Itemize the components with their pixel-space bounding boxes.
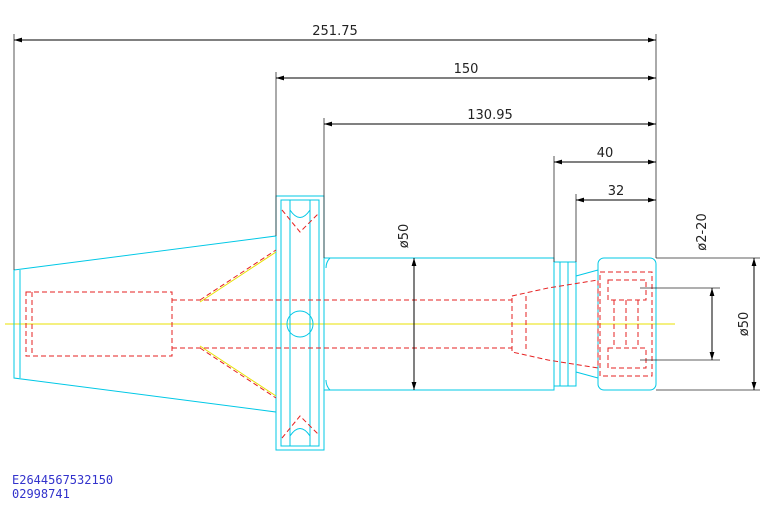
- dim-nut-diameter-label: ø50: [737, 312, 752, 337]
- taper-accent-top: [199, 251, 277, 303]
- dim-nut: 40: [554, 146, 656, 165]
- dim-body-diameter-label: ø50: [397, 224, 412, 249]
- dim-overall: 251.75: [14, 24, 656, 43]
- dim-body-diameter: ø50: [397, 224, 417, 390]
- extension-lines: [13, 34, 760, 391]
- part-code-line1: E2644567532150: [12, 473, 113, 487]
- dim-body-label: 130.95: [467, 108, 513, 123]
- dim-flange-label: 150: [454, 62, 479, 77]
- dim-clamp-range: ø2-20: [695, 213, 715, 360]
- dim-overall-label: 251.75: [312, 24, 358, 39]
- dim-flange: 150: [276, 62, 656, 81]
- flange: [275, 195, 325, 451]
- dim-body: 130.95: [324, 108, 656, 127]
- taper-accent-bottom: [199, 345, 277, 397]
- dim-nut-label: 40: [597, 146, 614, 161]
- dim-nut-diameter: ø50: [737, 258, 757, 390]
- hidden-internals: [25, 209, 653, 439]
- dim-clamp-range-label: ø2-20: [695, 213, 710, 250]
- part-code-line2: 02998741: [12, 487, 70, 501]
- holder-body: [323, 257, 577, 391]
- dim-nut-inner: 32: [576, 184, 656, 203]
- dim-nut-inner-label: 32: [608, 184, 625, 199]
